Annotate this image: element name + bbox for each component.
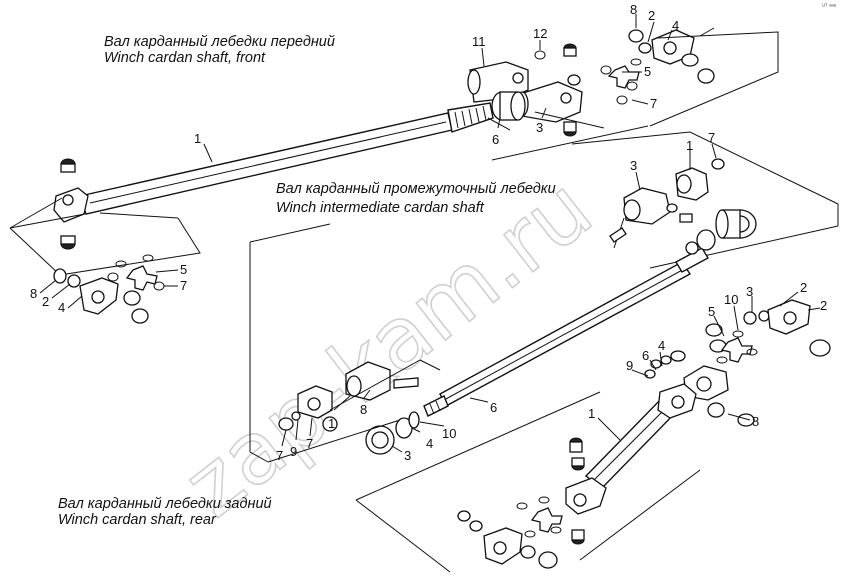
callout-int-8b: 1 [328,416,335,431]
rear-shaft-group [355,383,701,573]
callout-front-11: 11 [472,34,486,49]
intermediate-cross-5 [720,337,753,363]
front-cap-8b [628,29,644,43]
callout-front-8: 8 [630,2,637,17]
callout-int-3b: 3 [746,284,753,299]
callout-int-10b: 4 [426,436,433,451]
callout-int-8: 9 [626,358,633,373]
title-intermediate-en: Winch intermediate cardan shaft [276,200,484,216]
callout-int-3c: 8 [360,402,367,417]
title-front-ru: Вал карданный лебедки передний [104,34,335,50]
callout-front-8b: 8 [30,286,37,301]
title-front-en: Winch cardan shaft, front [104,50,266,66]
front-cap-8 [53,268,67,284]
callout-int-2: 2 [800,280,807,295]
front-shaft-tube [79,112,453,215]
callout-front-4: 4 [672,18,679,33]
callout-front-7b: 7 [180,278,187,293]
callout-front-5: 5 [644,64,651,79]
callout-front-6: 6 [492,132,499,147]
callout-front-3: 3 [536,120,543,135]
corner-mark: ᵁᵀ ᵃᵃᵃ [822,4,836,10]
front-cross-5b [607,65,640,89]
callout-front-7: 7 [650,96,657,111]
front-shaft-group [9,27,779,324]
rear-cross [530,507,563,533]
callout-int-1c: 7 [306,436,313,451]
callout-front-2b: 2 [42,294,49,309]
callout-int-4: 2 [820,298,827,313]
title-rear-ru: Вал карданный лебедки задний [58,496,272,512]
callout-int-10: 10 [724,292,738,307]
callout-front-2: 2 [648,8,655,23]
callout-int-9b: 7 [276,448,283,463]
callout-front-4b: 4 [58,300,65,315]
rear-yoke [565,477,607,515]
callouts: 1 11 12 6 3 8 2 4 5 7 8 2 4 5 7 3 1 7 [30,2,827,463]
callout-front-12: 12 [533,26,547,41]
callout-int-2b: 6 [490,400,497,415]
callout-int-6b: 10 [442,426,456,441]
title-intermediate-ru: Вал карданный промежуточный лебедки [276,181,556,197]
callout-int-7: 7 [708,130,715,145]
intermediate-shaft-group [249,131,839,463]
callout-rear-1: 1 [588,406,595,421]
callout-int-1: 1 [686,138,693,153]
callout-int-4b: 3 [404,448,411,463]
callout-int-7b: 8 [752,414,759,429]
title-rear-en: Winch cardan shaft, rear [58,512,216,528]
callout-int-3: 3 [630,158,637,173]
callout-front-1: 1 [194,131,201,146]
front-cross-5 [125,265,158,291]
callout-int-5: 5 [708,304,715,319]
intermediate-spline-left [423,395,449,417]
callout-int-9: 6 [642,348,649,363]
callout-int-7c: 9 [290,444,297,459]
callout-int-6: 4 [658,338,665,353]
callout-front-5b: 5 [180,262,187,277]
